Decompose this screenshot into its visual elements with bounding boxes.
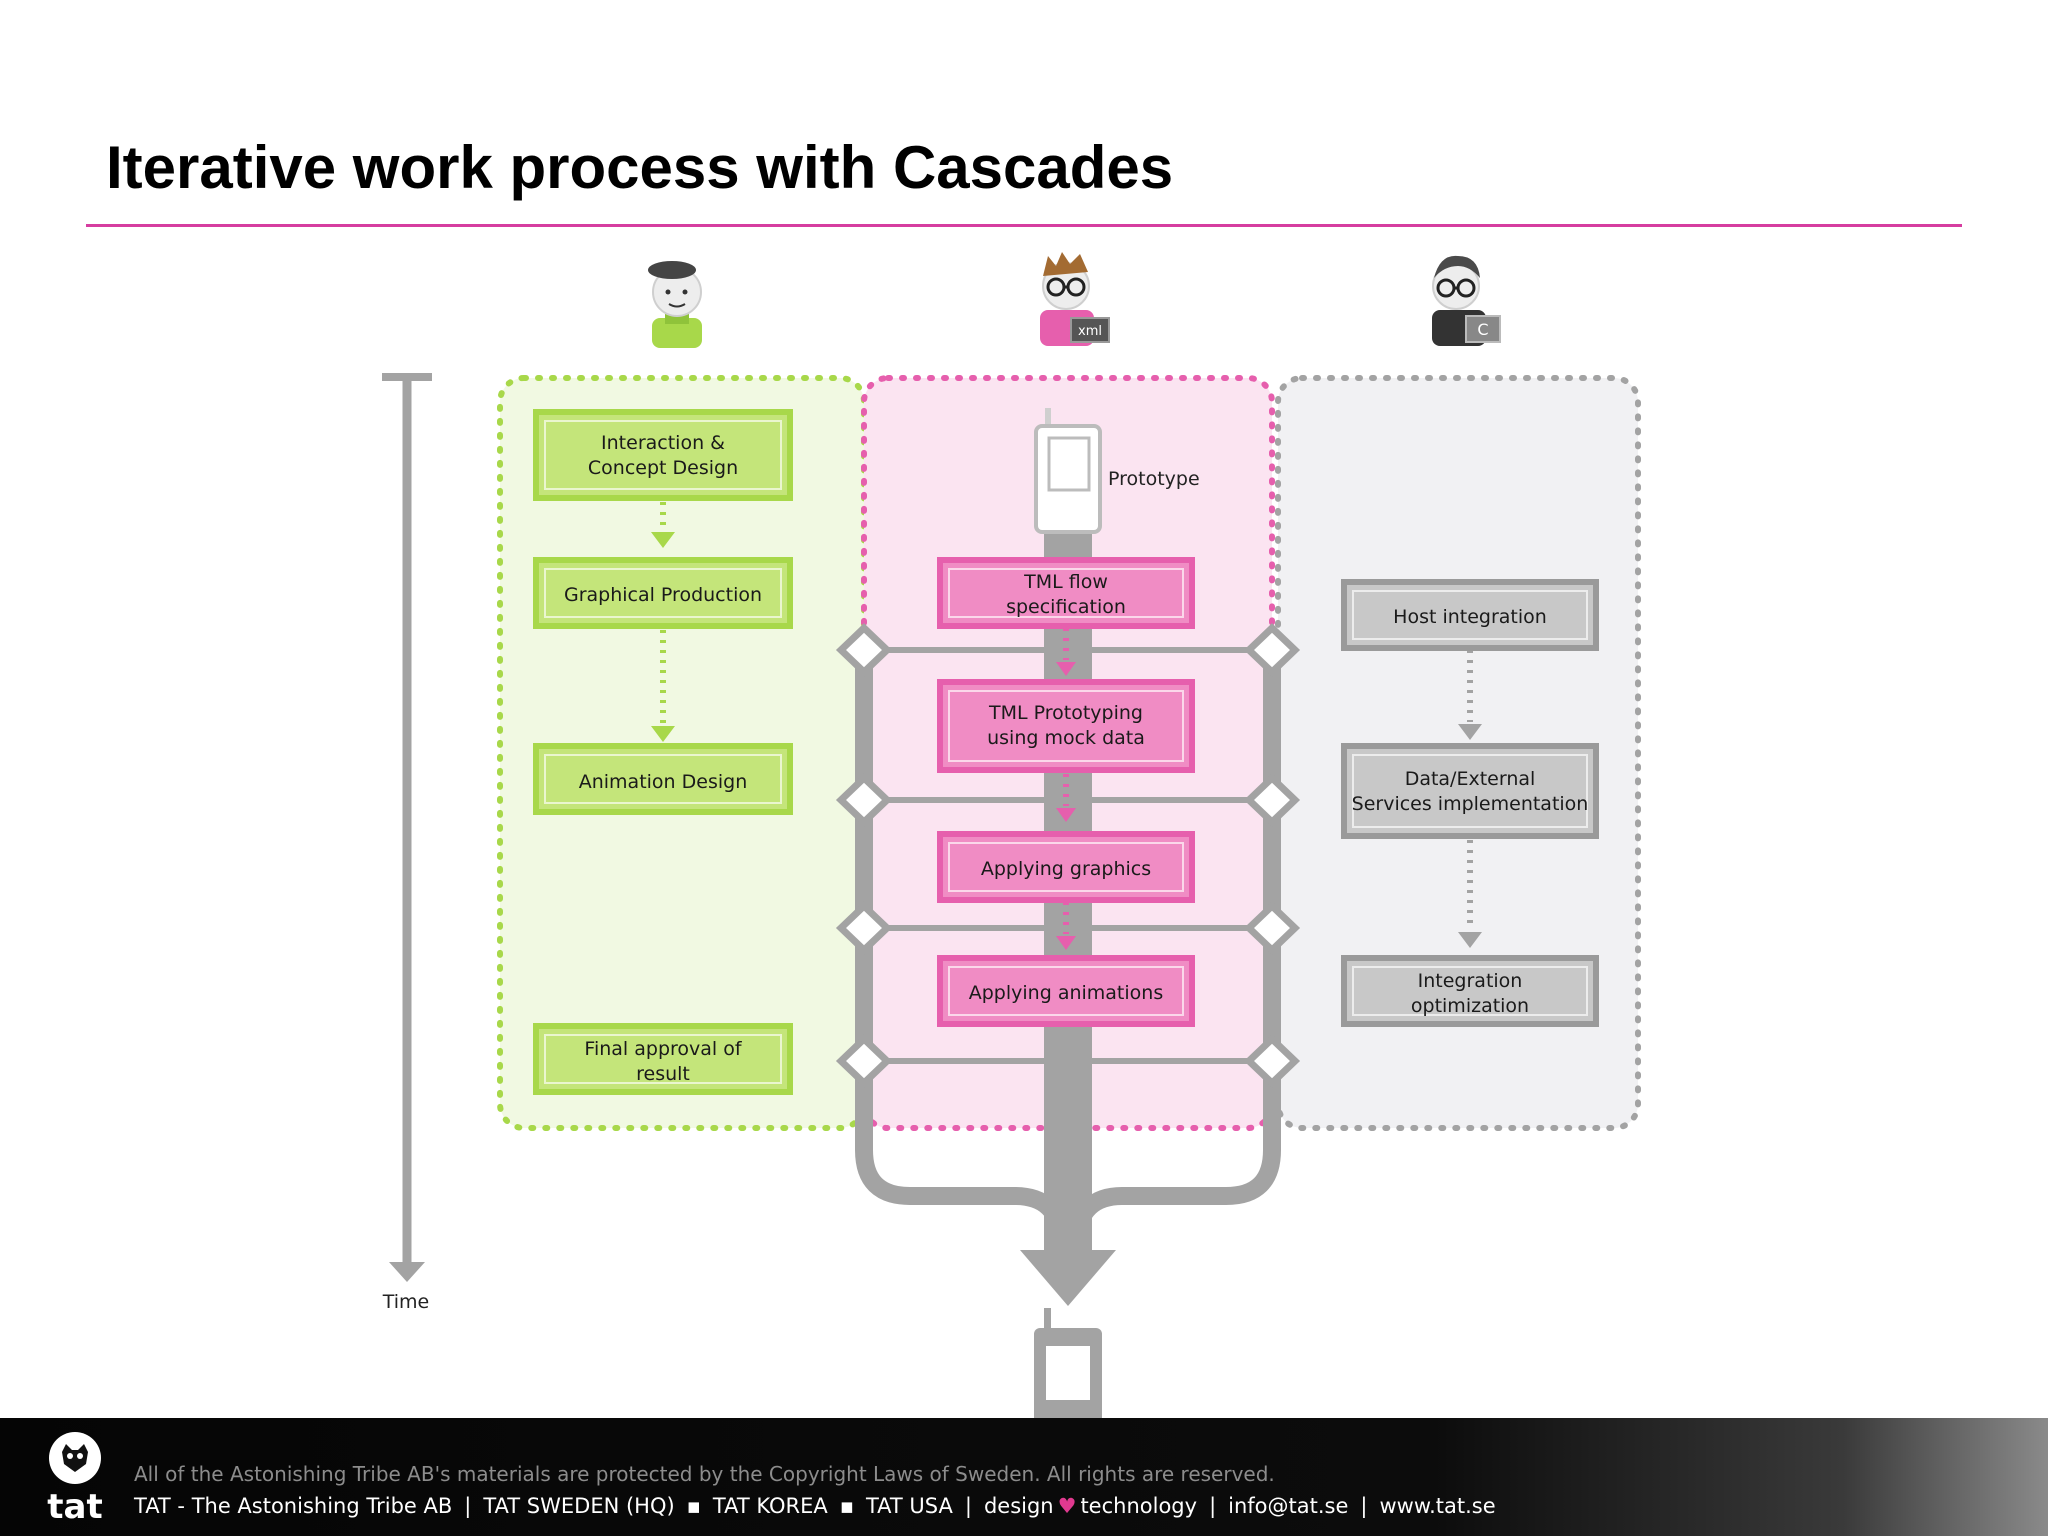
contact-line: TAT - The Astonishing Tribe AB|TAT SWEDE…: [134, 1494, 1496, 1518]
step-label: Animation Design: [579, 771, 748, 793]
design-step-box: Interaction &Concept Design: [533, 409, 793, 501]
step-label: Applying graphics: [981, 858, 1151, 880]
tml-developer-avatar-icon: xml: [1040, 252, 1110, 346]
prototype-phone-icon: [1034, 408, 1102, 534]
sync-node: [1243, 773, 1301, 827]
office-korea: TAT KOREA: [712, 1494, 828, 1518]
sync-node: [1243, 901, 1301, 955]
design-step-box: Graphical Production: [533, 557, 793, 629]
title-divider: [86, 224, 1962, 227]
tat-logo-icon: tat: [47, 1432, 103, 1524]
c-badge: C: [1477, 320, 1488, 339]
copyright-text: All of the Astonishing Tribe AB's materi…: [134, 1462, 1275, 1486]
design-step-box: Animation Design: [533, 743, 793, 815]
sync-node: [835, 1034, 893, 1088]
main-flow-arrow: [1020, 1250, 1116, 1306]
website-link[interactable]: www.tat.se: [1379, 1494, 1496, 1518]
designer-avatar-icon: [648, 261, 702, 348]
sync-node: [1243, 623, 1301, 677]
company-name: TAT - The Astonishing Tribe AB: [134, 1494, 453, 1518]
slogan-design: design: [983, 1494, 1054, 1518]
tml-step-box: Applying animations: [937, 955, 1195, 1027]
office-hq: TAT SWEDEN (HQ): [483, 1494, 675, 1518]
time-axis: [382, 373, 432, 1282]
sync-node: [835, 773, 893, 827]
step-label: Interaction &Concept Design: [588, 432, 738, 479]
xml-badge: xml: [1078, 324, 1102, 339]
svg-text:tat: tat: [47, 1487, 102, 1524]
step-label: Applying animations: [969, 982, 1163, 1004]
time-label: Time: [382, 1291, 430, 1313]
step-label: Host integration: [1393, 606, 1547, 628]
prototype-label: Prototype: [1108, 468, 1200, 490]
office-usa: TAT USA: [865, 1494, 953, 1518]
sync-node: [835, 901, 893, 955]
heart-icon: ♥: [1057, 1494, 1077, 1518]
footer-bar: [0, 1418, 2048, 1536]
tml-step-box: Applying graphics: [937, 831, 1195, 903]
sync-nodes: [835, 623, 1301, 1088]
sync-node: [1243, 1034, 1301, 1088]
sync-node: [835, 623, 893, 677]
step-label: Graphical Production: [564, 584, 762, 606]
integration-step-box: Host integration: [1341, 579, 1599, 651]
email-link[interactable]: info@tat.se: [1228, 1494, 1349, 1518]
slogan-technology: technology: [1080, 1494, 1198, 1518]
integration-developer-avatar-icon: C: [1432, 255, 1501, 346]
slide-title: Iterative work process with Cascades: [106, 134, 1174, 201]
